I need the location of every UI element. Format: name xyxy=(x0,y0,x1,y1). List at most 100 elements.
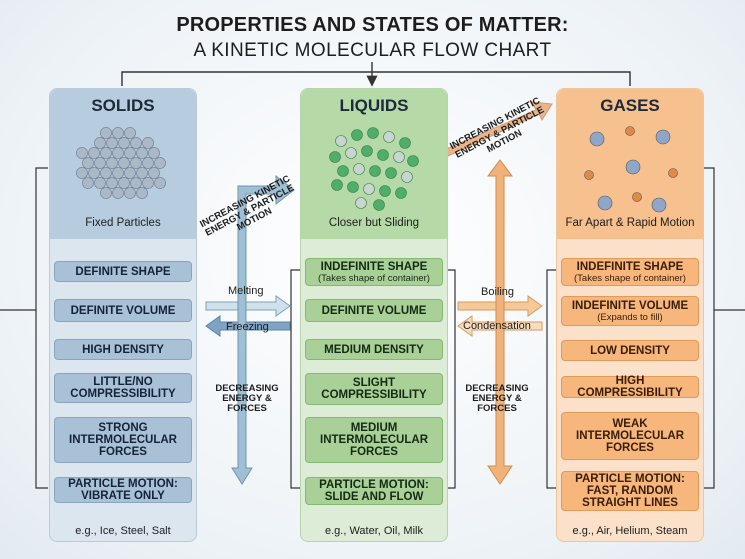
particle xyxy=(136,187,148,199)
solids-examples: e.g., Ice, Steel, Salt xyxy=(75,525,171,537)
solids-prop-density: HIGH DENSITY xyxy=(54,339,192,360)
liquids-prop-volume: DEFINITE VOLUME xyxy=(305,299,443,322)
particle xyxy=(369,165,381,177)
particle xyxy=(118,177,130,189)
liquids-title: LIQUIDS xyxy=(339,96,409,115)
decreasing-energy-label-right: DECREASING ENERGY & FORCES xyxy=(465,383,529,414)
gases-prop-volume: INDEFINITE VOLUME(Expands to fill) xyxy=(561,296,699,326)
particle xyxy=(142,157,154,169)
particle xyxy=(142,137,154,149)
particle xyxy=(82,177,94,189)
particle xyxy=(361,145,373,157)
particle xyxy=(94,177,106,189)
particle xyxy=(136,167,148,179)
melting-arrow xyxy=(205,295,291,317)
particle xyxy=(136,147,148,159)
particle xyxy=(76,147,88,159)
particle xyxy=(393,151,405,163)
particle xyxy=(632,192,642,202)
particle xyxy=(351,129,363,141)
to-gases-arrow xyxy=(443,101,553,157)
liquids-prop-forces: MEDIUM INTERMOLECULAR FORCES xyxy=(305,417,443,463)
liquids-particle-label: Closer but Sliding xyxy=(328,217,420,229)
particle xyxy=(355,197,367,209)
particle xyxy=(88,147,100,159)
particle xyxy=(100,187,112,199)
particle xyxy=(148,147,160,159)
particle xyxy=(345,147,357,159)
particle xyxy=(106,177,118,189)
solids-prop-motion: PARTICLE MOTION: VIBRATE ONLY xyxy=(54,477,192,503)
particle xyxy=(112,147,124,159)
solids-prop-compressibility: LITTLE/NO COMPRESSIBILITY xyxy=(54,373,192,403)
gases-rail-left xyxy=(546,269,556,489)
liquids-prop-motion: PARTICLE MOTION: SLIDE AND FLOW xyxy=(305,477,443,505)
solids-column: SOLIDS Fixed Particles DEFINITE SHAPE DE… xyxy=(49,88,197,542)
particle xyxy=(130,157,142,169)
gas-particles-icon xyxy=(584,126,678,213)
liquids-prop-density: MEDIUM DENSITY xyxy=(305,339,443,360)
particle xyxy=(584,170,594,180)
particle xyxy=(353,163,365,175)
particle xyxy=(100,167,112,179)
particle xyxy=(385,167,397,179)
particle xyxy=(100,147,112,159)
gases-prop-forces: WEAK INTERMOLECULAR FORCES xyxy=(561,412,699,460)
particle xyxy=(401,171,413,183)
solid-liquid-energy-arrow xyxy=(231,174,295,485)
liquids-prop-shape: INDEFINITE SHAPE(Takes shape of containe… xyxy=(305,258,443,286)
particle xyxy=(118,157,130,169)
particle xyxy=(142,177,154,189)
particle xyxy=(377,149,389,161)
liquids-rail-left xyxy=(290,269,300,489)
gases-prop-compressibility: HIGH COMPRESSIBILITY xyxy=(561,375,699,399)
particle xyxy=(94,137,106,149)
particle xyxy=(379,185,391,197)
gases-column: GASES Far Apart & Rapid Motion INDEFINIT… xyxy=(556,88,704,542)
particle xyxy=(625,126,635,136)
particle xyxy=(100,127,112,139)
particle xyxy=(335,135,347,147)
solids-header: SOLIDS Fixed Particles xyxy=(50,89,196,239)
particle xyxy=(373,199,385,211)
chart-title: PROPERTIES AND STATES OF MATTER: xyxy=(176,14,569,36)
gases-header: GASES Far Apart & Rapid Motion xyxy=(557,89,703,239)
particle xyxy=(337,165,349,177)
solids-prop-shape: DEFINITE SHAPE xyxy=(54,261,192,282)
gases-examples: e.g., Air, Helium, Steam xyxy=(572,525,688,537)
particle xyxy=(82,157,94,169)
freezing-label: Freezing xyxy=(226,321,269,333)
solids-prop-forces: STRONG INTERMOLECULAR FORCES xyxy=(54,417,192,463)
particle xyxy=(625,159,641,175)
solids-prop-volume: DEFINITE VOLUME xyxy=(54,299,192,322)
particle xyxy=(130,137,142,149)
freezing-arrow xyxy=(205,315,291,337)
particle xyxy=(154,177,166,189)
gases-particle-label: Far Apart & Rapid Motion xyxy=(565,217,695,229)
particle xyxy=(124,127,136,139)
particle xyxy=(112,127,124,139)
particle xyxy=(154,157,166,169)
particle xyxy=(118,137,130,149)
solids-particle-label: Fixed Particles xyxy=(85,217,161,229)
gases-prop-motion: PARTICLE MOTION: FAST, RANDOM STRAIGHT L… xyxy=(561,471,699,511)
particle xyxy=(124,147,136,159)
particle xyxy=(112,167,124,179)
solids-title: SOLIDS xyxy=(91,96,155,115)
particle xyxy=(399,137,411,149)
condensation-label: Condensation xyxy=(463,320,531,332)
particle xyxy=(383,131,395,143)
particle xyxy=(329,151,341,163)
liquids-prop-compressibility: SLIGHT COMPRESSIBILITY xyxy=(305,373,443,405)
solid-lattice-icon xyxy=(76,127,166,199)
liquid-particles-icon xyxy=(329,127,419,211)
particle xyxy=(331,179,343,191)
liquids-rail-right xyxy=(446,269,456,489)
particle xyxy=(395,187,407,199)
gases-prop-density: LOW DENSITY xyxy=(561,340,699,361)
particle xyxy=(407,155,419,167)
liquids-column: LIQUIDS Closer but Sliding INDEFINITE SH… xyxy=(300,88,448,542)
particle xyxy=(597,195,613,211)
gases-rail xyxy=(702,167,715,489)
gases-prop-shape: INDEFINITE SHAPE(Takes shape of containe… xyxy=(561,258,699,286)
